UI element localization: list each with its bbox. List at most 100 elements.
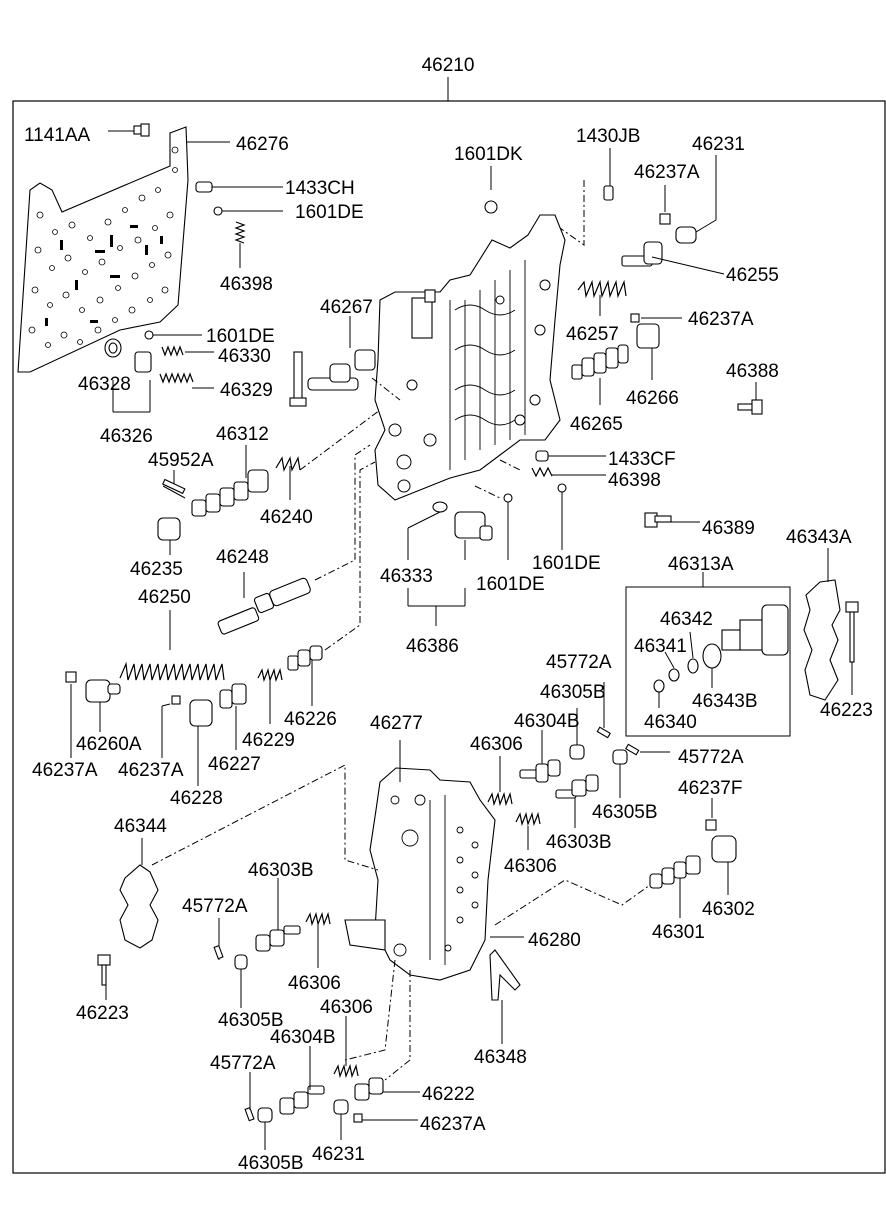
spring-46398-top [234,221,246,244]
label-46257: 46257 [566,324,619,345]
sleeve-46266 [636,323,660,349]
label-46280: 46280 [528,930,581,951]
plug-46231-bottom [333,1099,349,1115]
label-46343A: 46343A [786,527,852,548]
label-46255: 46255 [726,265,779,286]
spring-46306-top [487,791,513,807]
label-46237A-c: 46237A [32,760,98,781]
assembly-number-label: 46210 [422,55,475,76]
valve-46301 [649,855,701,889]
assembly-frame [12,100,886,1174]
label-46248: 46248 [216,547,269,568]
valve-46304B-bottom [279,1085,325,1115]
washer-46340 [653,679,665,693]
label-46313A: 46313A [668,554,734,575]
label-46305B-a: 46305B [540,682,606,703]
lower-valve-body [344,767,496,981]
label-1601DE-d: 1601DE [532,553,601,574]
label-46340: 46340 [644,712,697,733]
label-46229: 46229 [242,730,295,751]
label-46276: 46276 [236,134,289,155]
valve-46265 [571,344,629,380]
label-46306-c: 46306 [288,973,341,994]
label-46398-a: 46398 [220,274,273,295]
spring-46240 [275,456,301,472]
pin-45952A [162,478,186,495]
label-46237A-a: 46237A [634,162,700,183]
key-46237A-left [65,671,77,683]
label-46305B-d: 46305B [238,1153,304,1174]
plug-46231-top [675,226,697,244]
sleeve-46302 [711,835,737,863]
label-46398-b: 46398 [608,470,661,491]
spring-46306-bottom [333,1063,359,1079]
valve-46227 [219,683,247,709]
label-46326: 46326 [100,426,153,447]
label-46306-a: 46306 [470,734,523,755]
label-46388: 46388 [726,361,779,382]
label-46344: 46344 [114,816,167,837]
label-46266: 46266 [626,388,679,409]
spring-46329 [159,372,194,384]
label-45772A-c: 45772A [182,896,248,917]
spring-46250 [119,661,225,681]
ring-46305B-right [612,749,628,765]
label-46226: 46226 [284,709,337,730]
valve-46267 [289,349,376,407]
label-46222: 46222 [422,1084,475,1105]
spring-46306-mid [515,811,541,827]
label-1141AA: 1141AA [24,125,91,146]
label-1433CF: 1433CF [608,449,676,470]
sleeve-46228 [189,699,213,727]
label-45772A-a: 45772A [546,652,612,673]
label-1430JB: 1430JB [576,126,640,147]
label-46250: 46250 [138,587,191,608]
ball-1601DE-top [213,206,223,216]
label-46386: 46386 [406,636,459,657]
label-46305B-c: 46305B [218,1010,284,1031]
valve-46304B-top [519,759,561,783]
label-46227: 46227 [208,754,261,775]
o-ring-46343B [702,643,722,669]
label-46333: 46333 [380,566,433,587]
label-1601DE-c: 1601DE [476,574,545,595]
label-46328: 46328 [78,374,131,395]
label-46237A-d: 46237A [118,760,184,781]
label-46237A-e: 46237A [420,1114,486,1135]
pin-1433CH [195,181,213,193]
label-46343B: 46343B [692,691,758,712]
key-46237A-mid [171,695,181,705]
label-46267: 46267 [320,297,373,318]
solenoid-46342 [721,604,789,656]
bracket-46344 [119,864,159,949]
label-46240: 46240 [260,507,313,528]
part-labels: 1141AA 46276 1433CH 1601DE 46398 1601DE … [24,125,873,1174]
label-46312: 46312 [216,424,269,445]
label-46342: 46342 [660,609,713,630]
pin-45772A-bottom [244,1106,255,1122]
label-46231-a: 46231 [692,134,745,155]
pin-45772A-top [596,726,611,739]
label-46223-b: 46223 [76,1003,129,1024]
ball-1601DE-right [557,483,567,493]
bracket-46343A [803,579,841,701]
o-ring-46342 [687,658,699,674]
sleeve-46235 [157,517,181,541]
label-46260A: 46260A [76,734,142,755]
valve-46312 [191,469,269,517]
label-46304B-a: 46304B [514,711,580,732]
valve-46222 [354,1077,384,1101]
solenoid-group-box [625,586,791,737]
key-46237A-top [659,213,671,225]
label-46341: 46341 [634,636,687,657]
o-ring-46333 [432,501,448,513]
key-46237A-bottom [353,1113,363,1123]
ring-46305B-top [569,744,585,760]
pin-1433CF [535,450,549,462]
separator-plate [17,126,189,373]
label-46329: 46329 [220,380,273,401]
label-46330: 46330 [218,346,271,367]
filter-46386 [454,511,493,541]
label-46305B-b: 46305B [592,802,658,823]
